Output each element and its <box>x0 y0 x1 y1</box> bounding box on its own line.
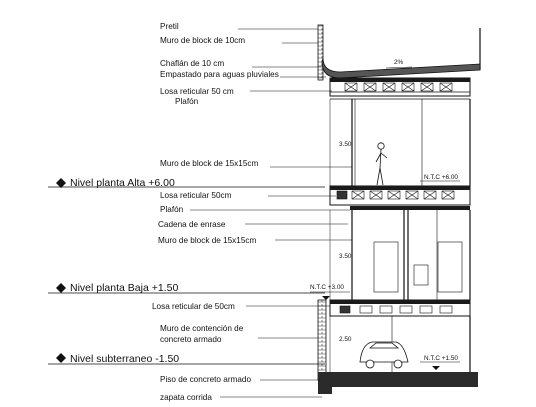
label-empastado: Empastado para aguas pluviales <box>160 70 279 79</box>
level-markers <box>56 178 440 370</box>
height-mid-label: 3.50 <box>339 253 352 260</box>
top-slab-cells <box>344 82 453 92</box>
label-plafon-top: Plafón <box>175 97 199 106</box>
pretil-wall <box>317 24 324 81</box>
human-figure <box>375 142 388 186</box>
zapata <box>318 372 332 394</box>
level-alta: Nivel planta Alta +6.00 <box>70 177 175 189</box>
label-muro-contencion-2: concreto armado <box>160 335 222 344</box>
label-muro-contencion-1: Muro de contención de <box>160 324 244 333</box>
slope-arrow <box>385 66 413 69</box>
label-muro-block-15-mid: Muro de block de 15x15cm <box>158 236 256 245</box>
label-pretil: Pretil <box>160 22 179 31</box>
slope-label: 2% <box>394 59 404 66</box>
ntc-300-label: N.T.C +3.00 <box>310 284 344 291</box>
height-low-label: 2.50 <box>339 336 352 343</box>
level-baja: Nivel planta Baja +1.50 <box>70 282 178 294</box>
label-cadena: Cadena de enrase <box>158 220 226 229</box>
label-muro-block-15-top: Muro de block de 15x15cm <box>160 159 258 168</box>
label-zapata: zapata corrida <box>160 393 212 402</box>
basement-floor <box>318 372 478 387</box>
label-losa-reticular-50: Losa reticular 50 cm <box>160 87 234 96</box>
low-slab-cells <box>339 305 453 314</box>
label-chaflan: Chaflán de 10 cm <box>160 59 224 68</box>
leader-lines <box>48 28 460 398</box>
level-marker-baja-icon <box>56 283 66 293</box>
retaining-wall <box>317 299 327 381</box>
building-structure <box>317 24 481 394</box>
mid-slab-cells <box>336 190 455 200</box>
label-losa-reticular-low: Losa reticular de 50cm <box>152 302 235 311</box>
level-sub: Nivel subterraneo -1.50 <box>70 353 179 365</box>
level-marker-alta-icon <box>56 178 66 188</box>
level-marker-sub-icon <box>56 353 66 363</box>
ntc-150-label: N.T.C +1.50 <box>424 355 458 362</box>
label-piso: Piso de concreto armado <box>160 375 251 384</box>
car-icon <box>359 341 409 369</box>
label-muro-block-10: Muro de block de 10cm <box>160 36 245 45</box>
height-top-label: 3.50 <box>339 141 352 148</box>
ntc-600-label: N.T.C +6.00 <box>424 174 458 181</box>
label-losa-reticular-mid: Losa reticular 50cm <box>160 191 232 200</box>
cadena-enrase <box>350 206 470 210</box>
label-plafon-mid: Plafón <box>160 205 184 214</box>
lower-door <box>373 241 399 293</box>
roof-empastado <box>321 57 481 79</box>
top-slab-cap <box>330 78 470 82</box>
